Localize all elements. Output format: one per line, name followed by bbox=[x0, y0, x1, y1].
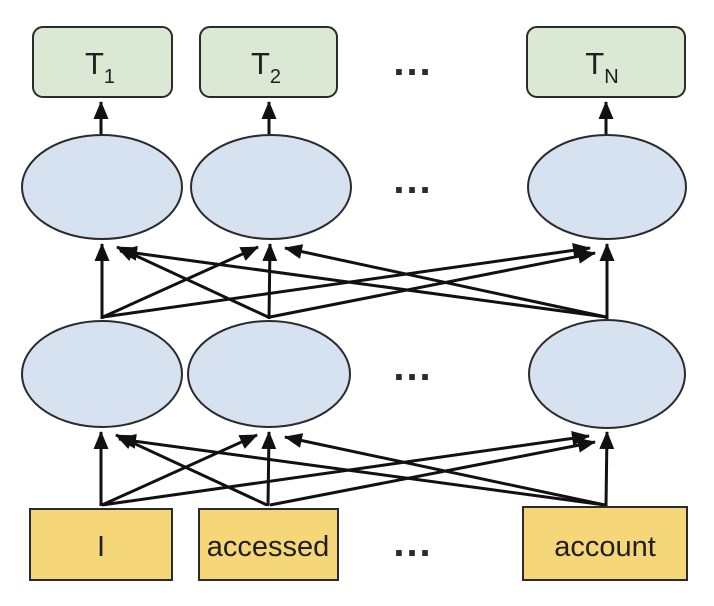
edge-lower2-upperN bbox=[269, 248, 596, 319]
edge-lower2-upper1 bbox=[116, 245, 269, 319]
output-label-2: T2 bbox=[251, 46, 281, 88]
input-box-2 bbox=[198, 508, 339, 581]
hidden-layer-lower bbox=[21, 319, 686, 429]
output-box-2 bbox=[199, 26, 338, 98]
edge-lower2-upper2 bbox=[262, 243, 278, 320]
edge-lower1-upper2 bbox=[102, 245, 259, 319]
ellipsis-upper-hidden-row: ... bbox=[393, 158, 432, 202]
hidden-node-upper-1 bbox=[21, 134, 183, 240]
ellipsis-group: ... ... ... ... bbox=[393, 40, 432, 565]
input-layer: I accessed account bbox=[29, 506, 688, 581]
edge-layer bbox=[93, 101, 615, 507]
edge-input2-lower1 bbox=[115, 433, 268, 507]
hidden-layer-upper bbox=[21, 134, 687, 240]
edge-inputN-lower2 bbox=[284, 433, 606, 507]
edge-lowerN-upper2 bbox=[284, 244, 607, 319]
input-box-N bbox=[522, 506, 688, 581]
edge-input1-lower2 bbox=[101, 433, 258, 507]
ellipsis-lower-hidden-row: ... bbox=[393, 345, 432, 389]
edge-input2-lowerN bbox=[269, 437, 596, 507]
input-label-2: accessed bbox=[207, 531, 330, 563]
hidden-node-upper-2 bbox=[190, 134, 352, 240]
output-layer: T1 T2 TN bbox=[32, 26, 686, 98]
edge-lowerN-upper1 bbox=[119, 245, 607, 319]
input-label-1: I bbox=[97, 531, 105, 563]
edge-inputN-lower1 bbox=[118, 433, 606, 507]
ellipsis-output-row: ... bbox=[393, 40, 432, 84]
hidden-node-lower-1 bbox=[21, 320, 183, 428]
edge-input2-lower2 bbox=[261, 431, 277, 507]
output-label-1: T1 bbox=[85, 46, 115, 88]
output-label-N: TN bbox=[585, 46, 618, 88]
ellipsis-input-row: ... bbox=[393, 521, 432, 565]
output-box-1 bbox=[32, 26, 173, 98]
input-label-N: account bbox=[554, 531, 656, 563]
hidden-node-lower-2 bbox=[187, 320, 351, 428]
output-box-N bbox=[526, 26, 686, 98]
input-box-1 bbox=[29, 508, 173, 581]
hidden-node-lower-N bbox=[528, 319, 686, 429]
hidden-node-upper-N bbox=[527, 134, 687, 240]
edge-inputN-lowerN bbox=[599, 431, 615, 507]
